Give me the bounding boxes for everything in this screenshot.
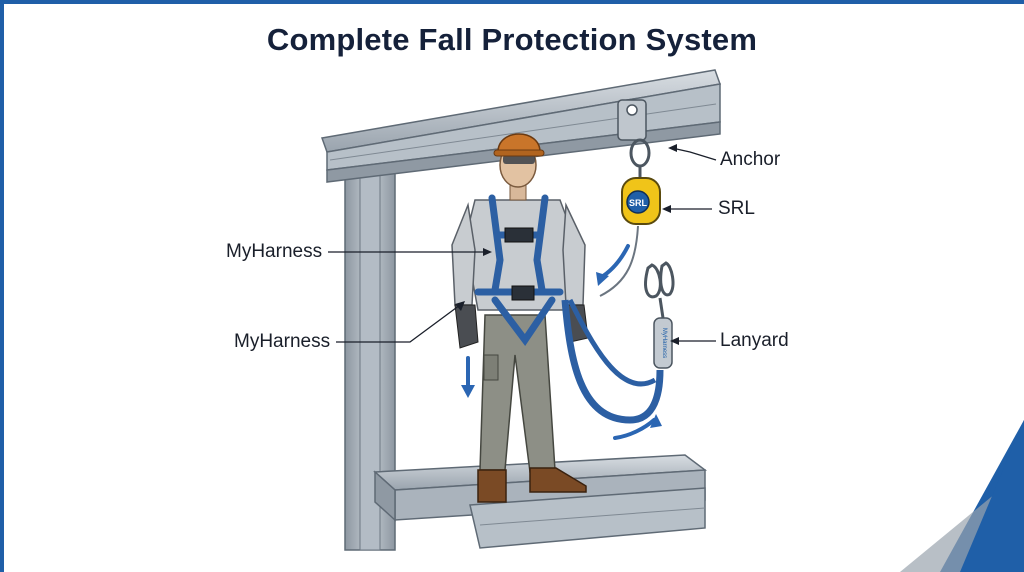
lanyard-pack-text: MyHarness [661, 328, 667, 358]
leader-lines [328, 147, 717, 343]
steel-column [344, 164, 396, 551]
carabiner-icon [644, 261, 675, 299]
arrow-tip-anchor [668, 144, 677, 152]
arrow-head-down [461, 385, 475, 398]
arrow-tip-harness-upper [483, 248, 492, 256]
arrow-head-srl [596, 272, 609, 286]
waist-buckle [511, 285, 535, 301]
label-harness-lower: MyHarness [234, 331, 331, 352]
arrow-tip-lanyard [670, 337, 679, 345]
label-anchor: Anchor [720, 149, 781, 170]
chest-buckle [504, 227, 534, 243]
arrow-tip-srl [662, 205, 671, 213]
hard-hat-icon [493, 133, 545, 157]
label-srl: SRL [718, 198, 755, 219]
label-lanyard: Lanyard [720, 330, 789, 351]
page-title: Complete Fall Protection System [266, 22, 758, 57]
worker-figure [451, 142, 589, 503]
anchor-icon [617, 99, 651, 168]
srl-badge-text: SRL [629, 198, 648, 208]
arrow-tip-harness-lower [455, 301, 465, 311]
label-harness-upper: MyHarness [226, 241, 323, 262]
srl-icon: SRL [621, 165, 661, 225]
frame-left-border [0, 0, 4, 572]
lanyard: MyHarness [561, 297, 673, 424]
arrow-head-lanyard [650, 414, 662, 428]
corner-accent-front [960, 420, 1024, 572]
frame-top-border [0, 0, 1024, 4]
srl-cable [599, 225, 639, 297]
